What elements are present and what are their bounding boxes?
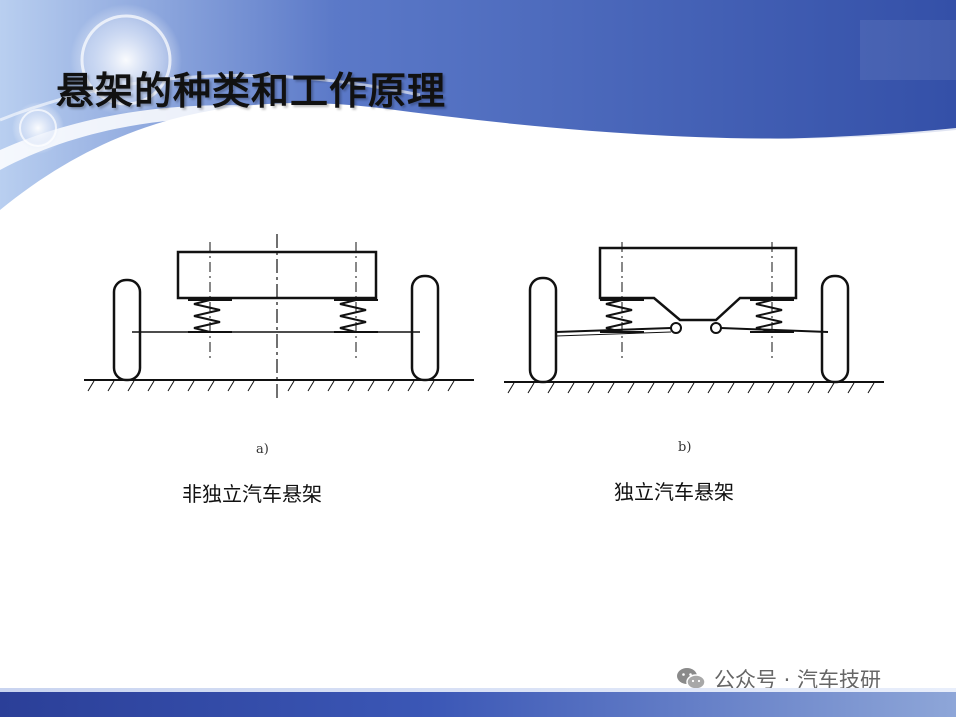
figure-b-label: b): [678, 440, 692, 455]
wechat-icon: [677, 668, 706, 690]
figure-b-caption: 独立汽车悬架: [614, 480, 734, 504]
independent-suspension-diagram: [504, 228, 884, 398]
figure-a-caption: 非独立汽车悬架: [182, 482, 322, 506]
footer-bar: [0, 688, 956, 717]
slide-title: 悬架的种类和工作原理: [56, 69, 447, 113]
rigid-axle-suspension-diagram: [84, 228, 474, 398]
figure-a-label: a): [256, 442, 269, 457]
